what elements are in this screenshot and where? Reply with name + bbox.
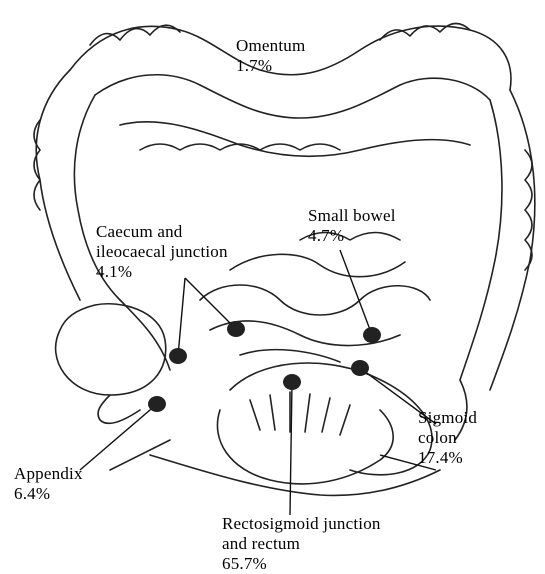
leader-caecum-1 [178,278,185,356]
label-sigmoid: Sigmoid colon 17.4% [438,408,477,468]
label-rectosigmoid-line1: Rectosigmoid junction [222,514,381,534]
label-appendix-name: Appendix [14,464,83,484]
caecum [56,304,166,395]
label-caecum-pct: 4.1% [96,262,228,282]
leader-small-bowel [340,250,372,335]
ascending-colon [36,70,80,300]
label-caecum-line2: ileocaecal junction [96,242,228,262]
label-rectosigmoid-pct: 65.7% [222,554,381,574]
label-rectosigmoid-line2: and rectum [222,534,381,554]
label-caecum-line1: Caecum and [96,222,228,242]
marker-appendix [148,396,166,412]
label-appendix-pct: 6.4% [14,484,83,504]
appendix [98,395,140,423]
sigmoid-colon [230,363,432,475]
label-omentum: Omentum 1.7% [236,36,305,76]
marker-sigmoid [351,360,369,376]
marker-small-bowel [363,327,381,343]
label-sigmoid-pct: 17.4% [418,448,477,468]
rectum [217,410,393,484]
label-small-bowel-pct: 4.7% [308,226,396,246]
small-bowel [200,285,430,315]
marker-caecum [169,348,187,364]
label-caecum: Caecum and ileocaecal junction 4.1% [96,222,228,282]
label-sigmoid-line2: colon [418,428,477,448]
marker-rectosigmoid [283,374,301,390]
descending-colon [490,90,535,390]
label-rectosigmoid: Rectosigmoid junction and rectum 65.7% [222,514,381,574]
label-omentum-name: Omentum [236,36,305,55]
label-appendix: Appendix 6.4% [14,464,83,504]
label-omentum-pct: 1.7% [236,56,305,76]
marker-ileocaecal [227,321,245,337]
label-small-bowel-name: Small bowel [308,206,396,226]
label-sigmoid-line1: Sigmoid [418,408,477,428]
label-small-bowel: Small bowel 4.7% [308,206,396,246]
leader-appendix [80,404,157,470]
